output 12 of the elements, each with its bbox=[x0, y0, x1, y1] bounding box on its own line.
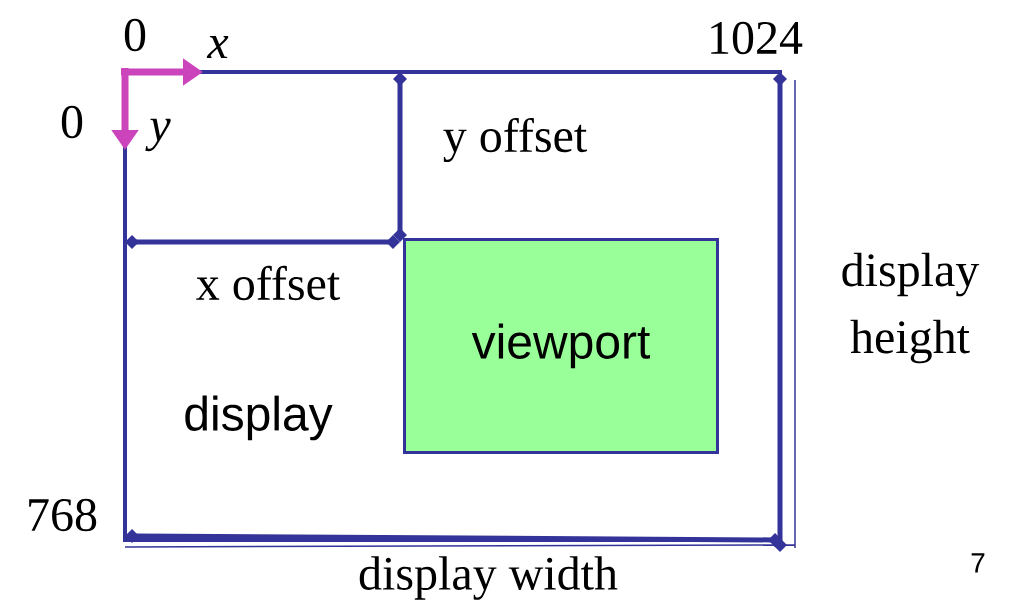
dimension-label: x offset bbox=[196, 265, 340, 301]
axis-label: x bbox=[206, 36, 229, 58]
dimension-label: display width bbox=[359, 556, 618, 600]
dimension-label: display height bbox=[842, 252, 980, 364]
dimension-label: y offset bbox=[443, 117, 587, 163]
viewport-box: viewport bbox=[403, 238, 719, 454]
tick-label: 768 bbox=[29, 498, 97, 532]
tick-label: 0 bbox=[124, 18, 146, 52]
axis-label: y bbox=[145, 118, 171, 152]
page-number: 7 bbox=[971, 553, 985, 573]
tick-label: 0 bbox=[61, 105, 83, 139]
tick-label: 1024 bbox=[711, 21, 803, 55]
